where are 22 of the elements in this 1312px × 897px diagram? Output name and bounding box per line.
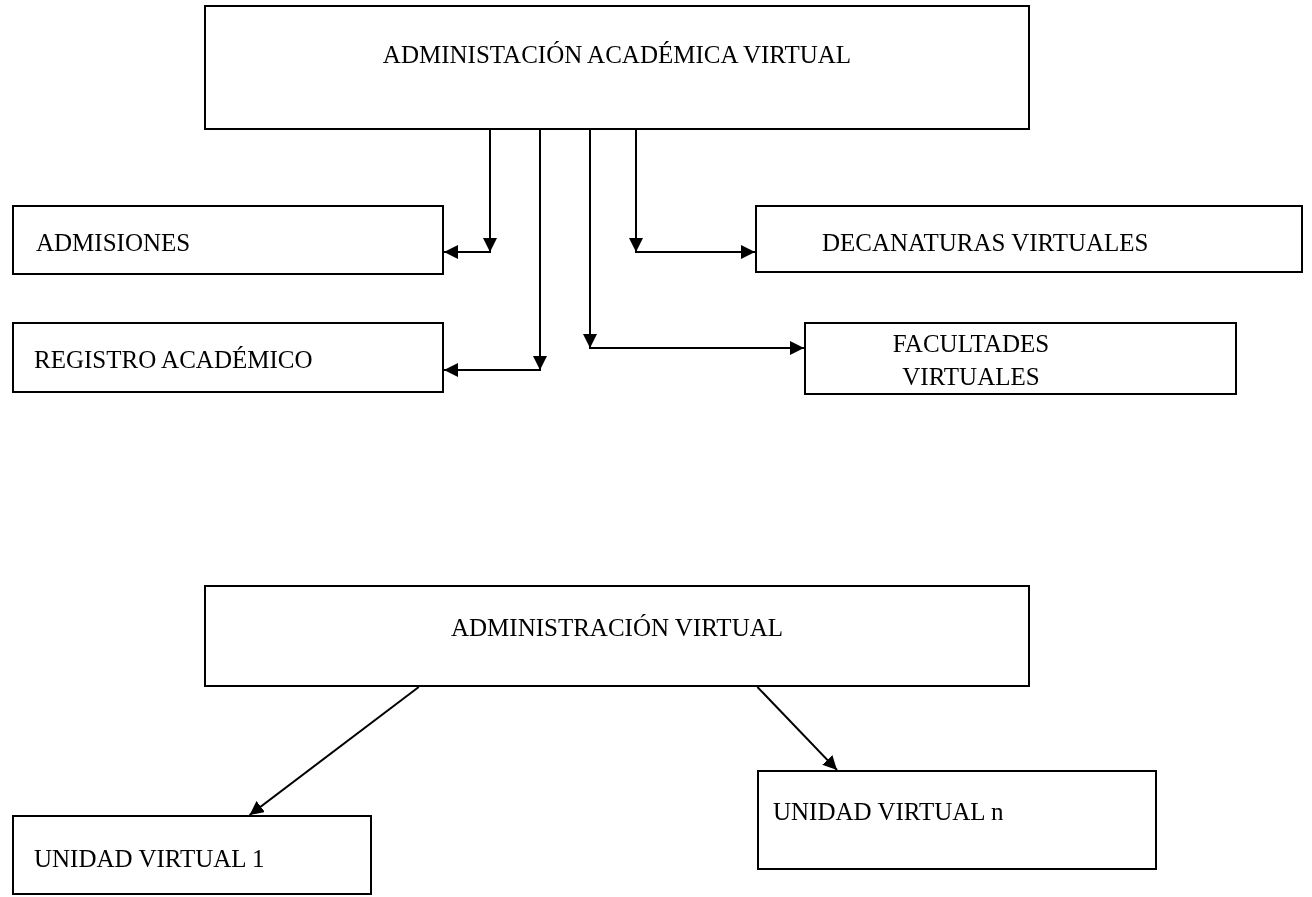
text-box	[804, 322, 1237, 395]
arrow	[248, 686, 420, 816]
box-label: ADMINISTACIÓN ACADÉMICA VIRTUAL	[381, 40, 853, 70]
arrow	[756, 686, 838, 771]
text-box	[204, 585, 1030, 687]
text-box	[757, 770, 1157, 870]
box-label: FACULTADES VIRTUALES	[891, 329, 1051, 392]
box-label: UNIDAD VIRTUAL 1	[34, 844, 265, 874]
arrow	[443, 129, 547, 377]
arrow	[629, 129, 756, 259]
box-label: ADMISIONES	[36, 228, 191, 258]
box-label: ADMINISTRACIÓN VIRTUAL	[449, 613, 785, 643]
text-box	[12, 815, 372, 895]
text-box	[12, 322, 444, 393]
box-label: DECANATURAS VIRTUALES	[822, 228, 1149, 258]
text-box	[755, 205, 1303, 273]
text-box	[204, 5, 1030, 130]
box-label: REGISTRO ACADÉMICO	[34, 345, 313, 375]
arrow	[583, 129, 805, 355]
arrow	[443, 129, 497, 259]
box-label: UNIDAD VIRTUAL n	[773, 797, 1004, 827]
text-box	[12, 205, 444, 275]
